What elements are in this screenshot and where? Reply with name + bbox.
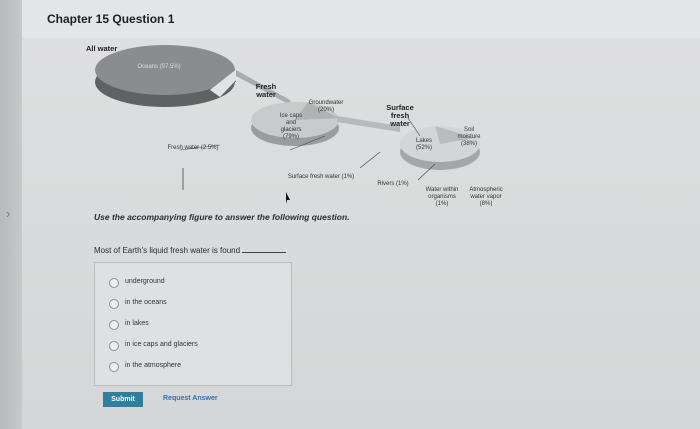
page-title: Chapter 15 Question 1 xyxy=(47,12,175,26)
fresh-water-percent-label: Fresh water (2.5%) xyxy=(167,145,219,151)
lakes-label: Lakes (52%) xyxy=(415,138,432,151)
option-label: underground xyxy=(125,278,165,285)
water-in-organisms-label: Water within organisms (1%) xyxy=(425,187,459,207)
radio-button[interactable] xyxy=(109,320,119,330)
atmospheric-vapor-label: Atmospheric water vapor (8%) xyxy=(469,187,503,207)
surface-fresh-water-percent-label: Surface fresh water (1%) xyxy=(287,174,355,180)
figure-graphic xyxy=(95,45,480,204)
question-prompt: Most of Earth's liquid fresh water is fo… xyxy=(94,246,287,255)
surface-fresh-water-heading: Surface fresh water xyxy=(386,103,414,128)
groundwater-label: Groundwater (20%) xyxy=(308,100,344,113)
request-answer-link[interactable]: Request Answer xyxy=(163,395,218,402)
question-text: Most of Earth's liquid fresh water is fo… xyxy=(94,246,241,255)
chevron-right-icon[interactable]: › xyxy=(6,206,11,221)
fresh-water-heading: Fresh water xyxy=(255,82,277,99)
soil-moisture-label: Soil moisture (38%) xyxy=(457,127,481,147)
instructions-text: Use the accompanying figure to answer th… xyxy=(94,212,350,222)
ice-caps-label: Ice caps and glaciers (79%) xyxy=(279,113,303,140)
option-label: in the atmosphere xyxy=(125,362,182,369)
all-water-label: All water xyxy=(86,44,118,53)
water-distribution-figure: All water Oceans (97.5%) Fresh water (2.… xyxy=(60,40,580,220)
answer-options: underground in the oceans in lakes in ic… xyxy=(94,262,292,386)
radio-button[interactable] xyxy=(109,278,119,288)
option-label: in the oceans xyxy=(125,299,167,306)
fresh-water-wedge xyxy=(210,68,240,97)
option-label: in lakes xyxy=(125,320,149,327)
rivers-label: Rivers (1%) xyxy=(377,181,409,187)
radio-button[interactable] xyxy=(109,299,119,309)
radio-button[interactable] xyxy=(109,362,119,372)
option-label: in ice caps and glaciers xyxy=(125,341,198,348)
left-edge-bar: › xyxy=(0,0,22,429)
answer-blank xyxy=(242,252,287,253)
submit-button[interactable]: Submit xyxy=(103,392,143,407)
radio-button[interactable] xyxy=(109,341,119,351)
oceans-label: Oceans (97.5%) xyxy=(137,64,181,70)
all-water-disk-top xyxy=(95,45,235,95)
